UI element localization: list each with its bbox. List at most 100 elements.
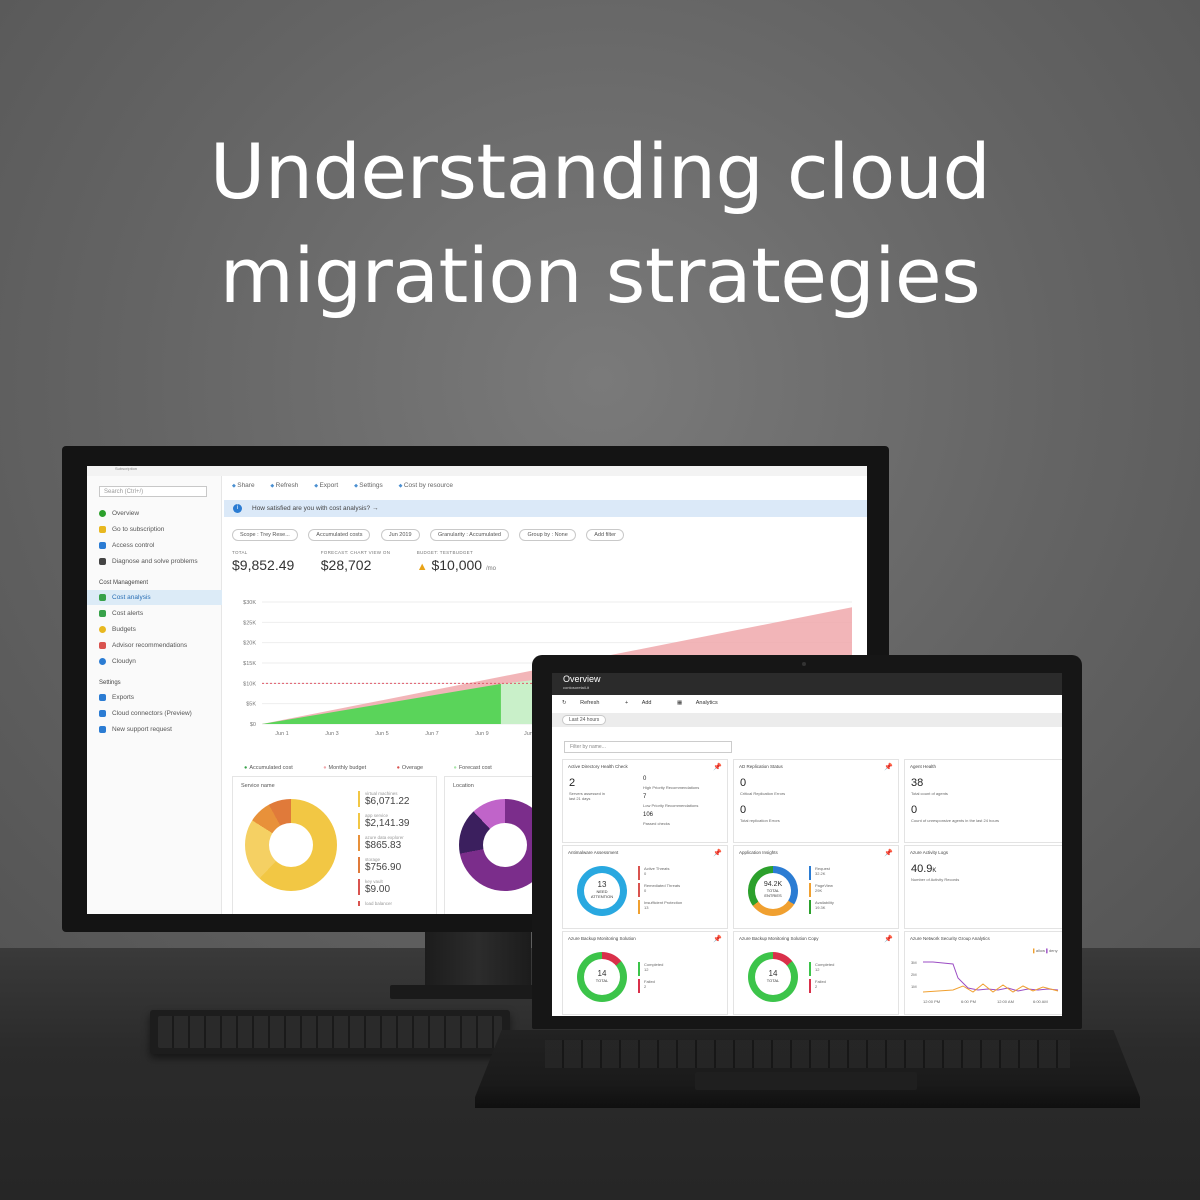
keyboard xyxy=(150,1010,510,1054)
service-row: key vault $9.00 xyxy=(358,879,390,895)
sidebar-item-access-control[interactable]: Access control xyxy=(87,538,222,553)
add-button[interactable]: + Add xyxy=(624,700,652,706)
granularity-pill[interactable]: Granularity : Accumulated xyxy=(430,529,509,541)
sidebar-item-label: Cloudyn xyxy=(112,658,136,665)
refresh-icon: ↻ xyxy=(562,700,569,706)
refresh-button[interactable]: Refresh xyxy=(270,482,298,489)
tile-title: Antimalware Assessment xyxy=(568,850,619,855)
feedback-text: How satisfied are you with cost analysis… xyxy=(252,505,379,512)
sidebar-item-cost-alerts[interactable]: Cost alerts xyxy=(87,606,222,621)
kpi-value: $9,852.49 xyxy=(232,557,295,573)
feedback-banner[interactable]: i How satisfied are you with cost analys… xyxy=(224,500,867,517)
pin-icon[interactable]: 📌 xyxy=(884,764,893,771)
monitor-stand xyxy=(425,932,531,992)
analytics-button[interactable]: ▦ Analytics xyxy=(677,700,718,706)
y-tick-label: $15K xyxy=(243,661,256,667)
advisor-icon xyxy=(99,642,106,649)
cost-by-resource-button[interactable]: Cost by resource xyxy=(399,482,453,489)
sidebar-item-support[interactable]: New support request xyxy=(87,722,222,737)
sidebar-item-cost-analysis[interactable]: Cost analysis xyxy=(87,590,222,605)
kpi-budget[interactable]: BUDGET: TESTBUDGET ▲ $10,000 /mo xyxy=(417,550,496,573)
filter-input[interactable]: Filter by name... xyxy=(564,741,732,753)
add-filter-button[interactable]: Add filter xyxy=(586,529,624,541)
breadcrumb[interactable]: Subscription xyxy=(87,466,867,476)
tile-ad-health-check[interactable]: Active Directory Health Check 📌 2 Server… xyxy=(562,759,728,843)
tile-title: Azure Network Security Group Analytics xyxy=(910,936,990,941)
command-bar: Share Refresh Export Settings Cost by re… xyxy=(232,482,467,489)
kpi-forecast[interactable]: FORECAST: CHART VIEW ON $28,702 xyxy=(321,550,391,573)
sidebar: Search (Ctrl+/) Overview Go to subscript… xyxy=(87,476,222,914)
y-tick-label: $10K xyxy=(243,681,256,687)
sidebar-item-overview[interactable]: Overview xyxy=(87,506,222,521)
share-button[interactable]: Share xyxy=(232,482,255,489)
pin-icon[interactable]: 📌 xyxy=(713,850,722,857)
refresh-button[interactable]: ↻ Refresh xyxy=(562,700,600,706)
kpi-unit: /mo xyxy=(485,566,496,572)
export-icon xyxy=(99,694,106,701)
pin-icon[interactable]: 📌 xyxy=(713,936,722,943)
tile-big-value: 2 xyxy=(569,777,576,789)
sidebar-item-exports[interactable]: Exports xyxy=(87,690,222,705)
y-tick-label: $30K xyxy=(243,600,256,606)
tile-title: Agent Health xyxy=(910,764,937,769)
sidebar-item-diagnose[interactable]: Diagnose and solve problems xyxy=(87,554,222,569)
tile-title: Azure Activity Logs xyxy=(910,850,949,855)
sidebar-item-cloud-connectors[interactable]: Cloud connectors (Preview) xyxy=(87,706,222,721)
sidebar-search-input[interactable]: Search (Ctrl+/) xyxy=(99,486,207,497)
card-title[interactable]: Service name xyxy=(241,783,275,789)
chart-icon xyxy=(99,594,106,601)
sidebar-item-label: New support request xyxy=(112,726,172,733)
sidebar-item-label: Go to subscription xyxy=(112,526,165,533)
tile-activity-logs[interactable]: Azure Activity Logs 40.9K Number of Acti… xyxy=(904,845,1062,929)
key-icon xyxy=(99,526,106,533)
sidebar-item-label: Cost analysis xyxy=(112,594,151,601)
kpi-label: FORECAST: CHART VIEW ON xyxy=(320,550,391,555)
sidebar-item-cloudyn[interactable]: Cloudyn xyxy=(87,654,222,669)
y-tick-label: $0 xyxy=(250,722,256,728)
y-tick-label: $25K xyxy=(243,620,256,626)
y-tick-label: $5K xyxy=(246,702,256,708)
tile-backup-monitoring[interactable]: Azure Backup Monitoring Solution 📌 14 TO… xyxy=(562,931,728,1015)
x-tick-label: Jun 7 xyxy=(425,731,438,737)
export-button[interactable]: Export xyxy=(314,482,338,489)
card-title[interactable]: Location xyxy=(453,783,474,789)
analytics-icon: ▦ xyxy=(677,700,684,706)
service-donut xyxy=(245,799,337,891)
group-by-pill[interactable]: Group by : None xyxy=(519,529,576,541)
pin-icon[interactable]: 📌 xyxy=(713,764,722,771)
legend-overage: Overage xyxy=(397,765,423,771)
kpi-label: BUDGET: TESTBUDGET xyxy=(416,550,474,555)
legend-forecast: Forecast cost xyxy=(453,765,491,771)
section-heading-cost-management: Cost Management xyxy=(99,580,149,586)
date-pill[interactable]: Jun 2019 xyxy=(380,529,420,541)
settings-button[interactable]: Settings xyxy=(354,482,383,489)
pin-icon[interactable]: 📌 xyxy=(884,850,893,857)
tile-antimalware[interactable]: Antimalware Assessment 📌 13 NEED ATTENTI… xyxy=(562,845,728,929)
x-tick-label: Jun 3 xyxy=(325,731,338,737)
laptop: Overview contosoretail-it ↻ Refresh + Ad… xyxy=(532,655,1082,1029)
tile-ad-replication[interactable]: AD Replication Status 📌 0 Critical Repli… xyxy=(733,759,899,843)
sidebar-item-go-to-subscription[interactable]: Go to subscription xyxy=(87,522,222,537)
pin-icon[interactable]: 📌 xyxy=(884,936,893,943)
kpi-label: TOTAL xyxy=(232,550,248,555)
laptop-touchpad xyxy=(695,1072,917,1090)
kpi-total: TOTAL $9,852.49 xyxy=(232,550,294,573)
sidebar-item-budgets[interactable]: Budgets xyxy=(87,622,222,637)
headline-line-2: migration strategies xyxy=(219,231,981,320)
time-range-pill[interactable]: Last 24 hours xyxy=(562,715,607,725)
tile-backup-monitoring-copy[interactable]: Azure Backup Monitoring Solution Copy 📌 … xyxy=(733,931,899,1015)
kpi-value: $10,000 xyxy=(431,557,483,573)
plus-icon: + xyxy=(624,700,630,706)
filter-pills: Scope : Trey Rese... Accumulated costs J… xyxy=(232,523,630,541)
scope-pill[interactable]: Scope : Trey Rese... xyxy=(232,529,298,541)
tile-agent-health[interactable]: Agent Health 38 Total count of agents 0 … xyxy=(904,759,1062,843)
x-tick-label: Jun 1 xyxy=(275,731,288,737)
sidebar-item-label: Budgets xyxy=(112,626,136,633)
laptop-keys xyxy=(545,1040,1070,1068)
tile-application-insights[interactable]: Application Insights 📌 94.2K TOTAL ENTRI… xyxy=(733,845,899,929)
view-pill[interactable]: Accumulated costs xyxy=(308,529,371,541)
sidebar-item-advisor[interactable]: Advisor recommendations xyxy=(87,638,222,653)
tile-nsg-analytics[interactable]: Azure Network Security Group Analytics ▌… xyxy=(904,931,1062,1015)
sidebar-item-label: Cloud connectors (Preview) xyxy=(112,710,192,717)
nsg-sparkline xyxy=(923,961,1059,993)
